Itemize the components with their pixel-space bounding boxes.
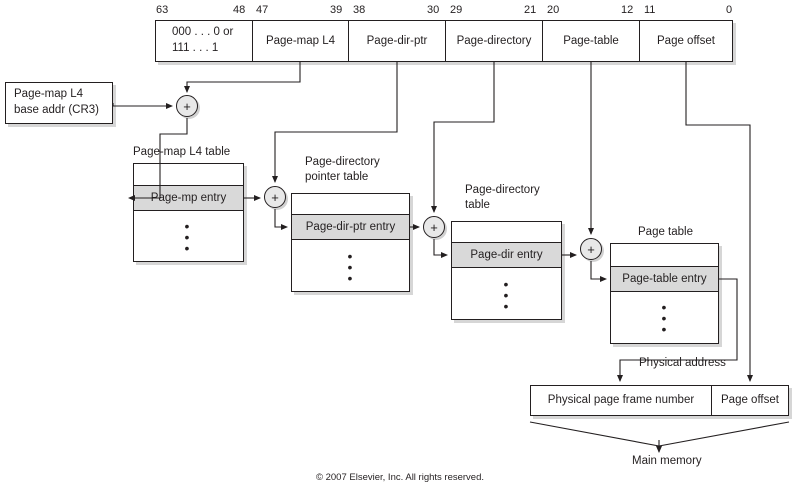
va-sep-5 <box>639 21 640 61</box>
wire-adder3-to-pd-entry <box>433 239 448 258</box>
dot: • <box>503 286 509 303</box>
va-field-sign-extend-line2: 111 . . . 1 <box>172 42 219 54</box>
dot: • <box>184 218 190 234</box>
va-field-page-dir-ptr: Page-dir-ptr <box>366 34 428 47</box>
table-caption-page-map-l4: Page-map L4 table <box>133 146 231 158</box>
page-map-l4-table <box>133 163 244 262</box>
dot: • <box>347 258 353 275</box>
bit-label-63: 63 <box>156 4 169 16</box>
wire-pa-funnel-left <box>529 421 660 447</box>
dot: • <box>503 276 509 292</box>
wire-cr3-to-adder1 <box>112 103 173 109</box>
va-sep-2 <box>348 21 349 61</box>
adder-3: + <box>423 216 445 238</box>
dot: • <box>347 248 353 264</box>
physical-address-bar <box>530 385 789 416</box>
wire-pml4-field-to-adder1 <box>184 62 301 93</box>
physical-address-label: Physical address <box>639 357 726 369</box>
bit-label-38: 38 <box>353 4 366 16</box>
cr3-base-register-text: Page-map L4 base addr (CR3) <box>6 83 112 123</box>
adder-1: + <box>176 95 198 117</box>
va-field-page-directory: Page-directory <box>456 34 532 47</box>
va-sep-1 <box>252 21 253 61</box>
page-dir-ptr-table <box>291 193 410 292</box>
copyright-notice: © 2007 Elsevier, Inc. All rights reserve… <box>315 472 485 483</box>
page-directory-dots: • • • <box>501 276 511 314</box>
bit-label-47: 47 <box>256 4 269 16</box>
adder-4: + <box>580 238 602 260</box>
pa-field-frame-number: Physical page frame number <box>547 394 695 407</box>
bit-label-0: 0 <box>726 4 733 16</box>
dot: • <box>184 228 190 245</box>
page-dir-ptr-dots: • • • <box>345 248 355 286</box>
bit-label-30: 30 <box>427 4 440 16</box>
virtual-address-bar <box>155 20 733 62</box>
main-memory-label: Main memory <box>632 455 702 467</box>
va-field-sign-extend-line1: 000 . . . 0 or <box>172 26 234 39</box>
dot: • <box>661 320 667 337</box>
page-table-entry: Page-table entry <box>611 266 718 292</box>
va-field-page-offset: Page offset <box>657 34 715 47</box>
page-directory-entry: Page-dir entry <box>452 242 561 268</box>
page-dir-ptr-entry: Page-dir-ptr entry <box>292 214 409 240</box>
pa-field-page-offset: Page offset <box>721 394 779 407</box>
va-field-sign-extend: 000 . . . 0 or 111 . . . 1 <box>156 21 252 61</box>
pa-sep-1 <box>711 386 712 415</box>
va-field-page-table: Page-table <box>563 34 619 47</box>
bit-label-39: 39 <box>330 4 343 16</box>
page-directory-table <box>451 221 562 320</box>
bit-label-11: 11 <box>644 4 656 16</box>
table-caption-page-table: Page table <box>638 226 693 238</box>
va-sep-4 <box>542 21 543 61</box>
cr3-line1: Page-map L4 <box>14 88 84 101</box>
bit-label-48: 48 <box>233 4 246 16</box>
table-caption-page-directory: Page-directory table <box>465 184 540 211</box>
cr3-base-register-box <box>5 82 113 124</box>
wire-pa-funnel-right <box>658 421 790 447</box>
table-caption-page-dir-ptr: Page-directory pointer table <box>305 156 380 183</box>
va-field-page-map-l4: Page-map L4 <box>265 34 336 47</box>
va-sep-3 <box>445 21 446 61</box>
dot: • <box>503 297 509 314</box>
dot: • <box>184 239 190 256</box>
page-map-l4-entry: Page-mp entry <box>134 185 243 211</box>
bit-label-29: 29 <box>450 4 463 16</box>
page-map-l4-dots: • • • <box>182 218 192 256</box>
page-table-dots: • • • <box>659 300 669 337</box>
adder-2: + <box>264 186 286 208</box>
dot: • <box>347 269 353 286</box>
cr3-line2: base addr (CR3) <box>14 104 100 116</box>
wire-adder4-to-pt-entry <box>590 261 607 282</box>
bit-label-12: 12 <box>621 4 634 16</box>
bit-label-21: 21 <box>524 4 537 16</box>
wire-adder2-to-pdp-entry <box>274 209 288 230</box>
bit-label-20: 20 <box>547 4 560 16</box>
